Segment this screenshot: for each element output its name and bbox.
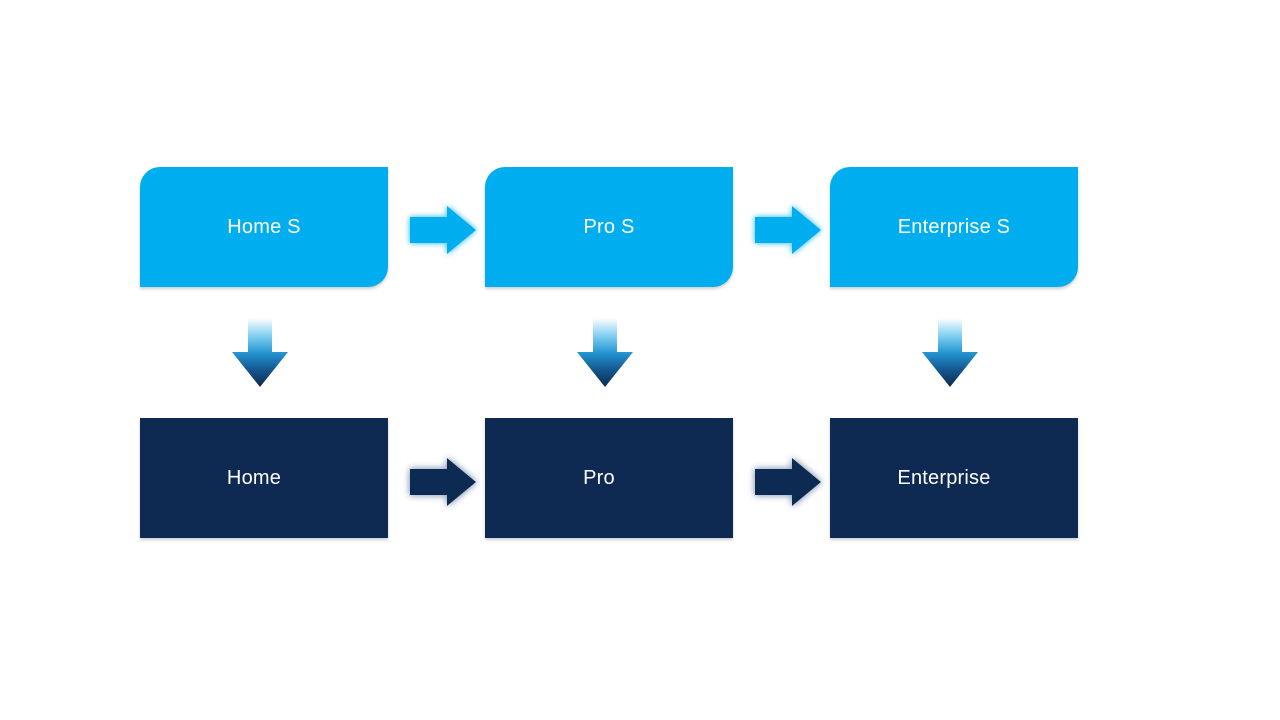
- node-enterprise-s: Enterprise S: [830, 167, 1078, 287]
- right-arrow-icon: [410, 206, 476, 254]
- down-arrow-icon: [922, 318, 978, 387]
- down-arrow-icon: [577, 318, 633, 387]
- node-pro-label: Pro: [583, 466, 615, 489]
- right-arrow-icon: [755, 206, 821, 254]
- right-arrow-icon: [755, 458, 821, 506]
- node-pro: Pro: [485, 418, 733, 538]
- node-home-s-label: Home S: [227, 215, 301, 238]
- right-arrow-icon: [410, 458, 476, 506]
- node-pro-s-label: Pro S: [583, 215, 635, 238]
- node-enterprise-label: Enterprise: [897, 466, 991, 489]
- node-pro-s: Pro S: [485, 167, 733, 287]
- node-enterprise-s-label: Enterprise S: [897, 215, 1011, 238]
- down-arrow-icon: [232, 318, 288, 387]
- node-enterprise: Enterprise: [830, 418, 1078, 538]
- node-home-label: Home: [226, 466, 282, 489]
- node-home-s: Home S: [140, 167, 388, 287]
- node-home: Home: [140, 418, 388, 538]
